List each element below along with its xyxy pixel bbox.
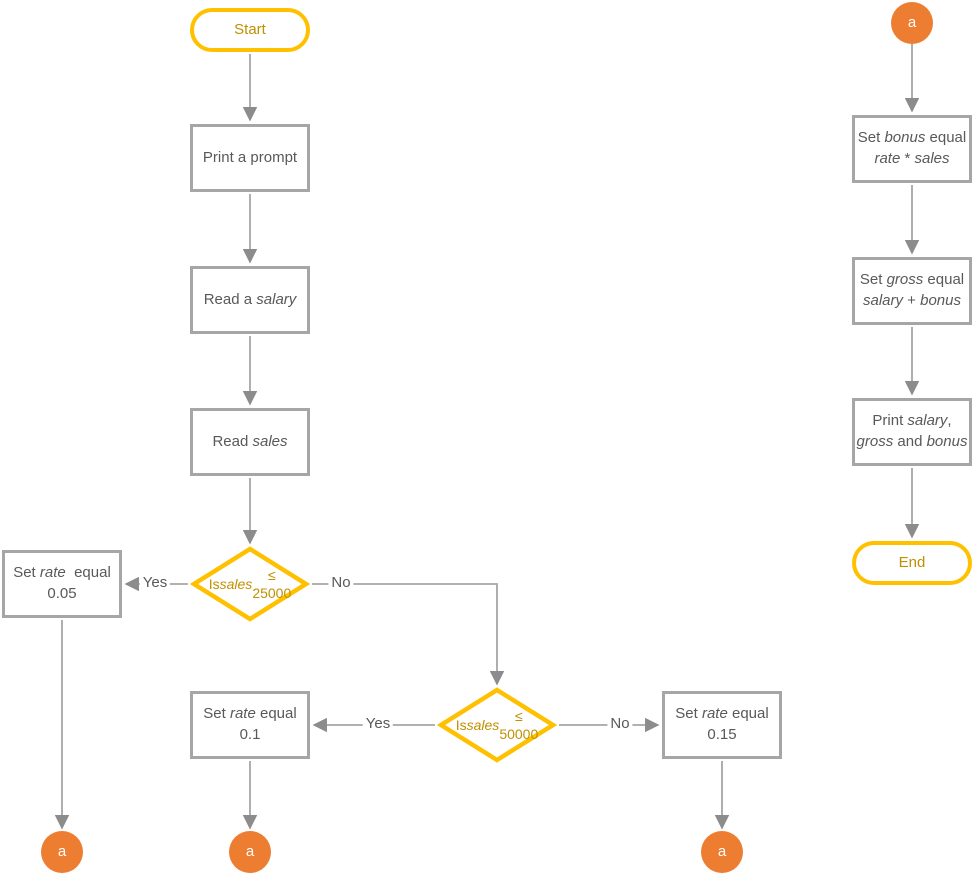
process-set-rate-0-15-label: Set rate equal 0.15 bbox=[675, 705, 769, 743]
process-print-results: Print salary, gross and bonus bbox=[852, 398, 972, 466]
diamond-shape bbox=[189, 546, 311, 622]
connector-a-3: a bbox=[701, 831, 743, 873]
connector-a-1-label: a bbox=[57, 842, 67, 860]
decision-sales-25000-label: Is sales ≤ 25000 bbox=[208, 566, 292, 601]
process-set-rate-0-15: Set rate equal 0.15 bbox=[662, 691, 782, 759]
connector-a-3-label: a bbox=[717, 842, 727, 860]
process-set-rate-0-05-label: Set rate equal 0.05 bbox=[13, 564, 111, 602]
connector-a-2: a bbox=[229, 831, 271, 873]
end-terminator: End bbox=[852, 541, 972, 585]
process-print-results-label: Print salary, gross and bonus bbox=[856, 412, 968, 450]
process-read-salary: Read a salary bbox=[190, 266, 310, 334]
process-set-gross: Set gross equal salary + bonus bbox=[852, 257, 972, 325]
end-label: End bbox=[898, 553, 926, 571]
connector-a-1: a bbox=[41, 831, 83, 873]
process-set-bonus: Set bonus equal rate * sales bbox=[852, 115, 972, 183]
process-set-rate-0-1: Set rate equal 0.1 bbox=[190, 691, 310, 759]
start-terminator: Start bbox=[190, 8, 310, 52]
process-read-salary-label: Read a salary bbox=[203, 290, 297, 308]
start-label: Start bbox=[234, 20, 266, 38]
edge-label-decision1-no: No bbox=[328, 574, 354, 592]
diamond-shape bbox=[436, 687, 558, 763]
connector-a-2-label: a bbox=[245, 842, 255, 860]
decision-sales-25000: Is sales ≤ 25000 bbox=[189, 546, 311, 622]
connector-a-4-label: a bbox=[907, 13, 917, 31]
process-set-rate-0-1-label: Set rate equal 0.1 bbox=[203, 705, 297, 743]
connector-a-4: a bbox=[891, 2, 933, 44]
edge-label-decision1-yes: Yes bbox=[139, 574, 171, 592]
decision-sales-50000-label: Is sales ≤ 50000 bbox=[455, 707, 539, 742]
process-print-prompt-label: Print a prompt bbox=[202, 148, 298, 166]
process-set-gross-label: Set gross equal salary + bonus bbox=[859, 271, 965, 309]
decision-sales-50000: Is sales ≤ 50000 bbox=[436, 687, 558, 763]
process-set-bonus-label: Set bonus equal rate * sales bbox=[857, 129, 967, 167]
process-print-prompt: Print a prompt bbox=[190, 124, 310, 192]
process-read-sales-label: Read sales bbox=[212, 432, 288, 450]
edge-label-decision2-yes: Yes bbox=[362, 715, 394, 733]
process-set-rate-0-05: Set rate equal 0.05 bbox=[2, 550, 122, 618]
process-read-sales: Read sales bbox=[190, 408, 310, 476]
edge-label-decision2-no: No bbox=[607, 715, 633, 733]
edge-decision1-no-to-decision2 bbox=[312, 583, 505, 686]
